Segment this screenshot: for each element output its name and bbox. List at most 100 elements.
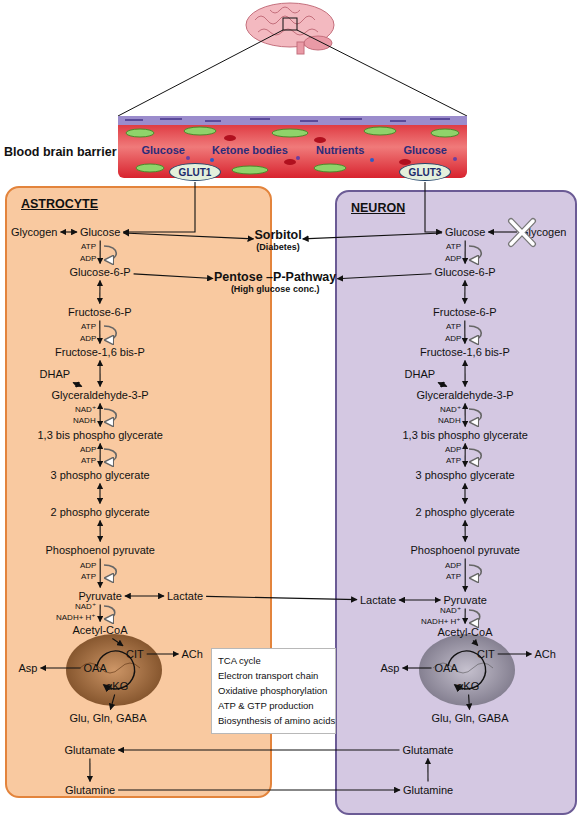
node-text: αKG [106,680,128,693]
node-text: Glucose-6-P [435,266,496,279]
node-text: Glycogen [520,226,566,239]
metabolite: Glucose-6-P [433,265,498,280]
region-label: Blood brain barrier [4,145,117,159]
zoom-line [297,30,467,116]
vessel-label: Glucose [404,144,447,156]
transporter-oval: GLUT3 [399,163,451,181]
cofactor-label: NADH [73,416,96,426]
node-text: Fructose-1,6 bis-P [420,346,510,359]
node-text: 1,3 bis phospho glycerate [403,429,528,442]
node-text: GLUT3 [409,167,442,178]
brain-icon [118,3,467,116]
node-text: 3 phospho glycerate [416,469,515,482]
metabolite: CIT [124,647,146,662]
metabolite: Fructose-1,6 bis-P [418,345,512,360]
cofactor-label: NAD⁺ [75,405,96,415]
metabolite: Glycogen [518,225,568,240]
endothelium-cells [125,119,450,121]
node-text: Biosynthesis of amino acids [218,713,329,728]
info-box: TCA cycleElectron transport chainOxidati… [211,648,336,734]
cofactor-label: ADP [445,334,461,344]
zoom-box [283,18,297,30]
nutrient-dot [370,158,374,162]
vessel-cell [136,164,164,172]
cofactor-label: ATP [446,456,461,466]
vessel-label: Nutrients [316,144,364,156]
metabolite: Glucose [443,225,487,240]
red-blood-cell [314,137,326,143]
cofactor-label: ADP [445,445,461,455]
node-text: Glutamine [403,784,453,797]
node-text: Fructose-6-P [433,306,497,319]
cofactor-label: ADP [80,445,96,455]
cofactor-label: ATP [81,242,96,252]
nutrient-dot [296,156,300,160]
metabolite: Fructose-6-P [431,305,499,320]
metabolite: αKG [455,679,481,694]
node-text: Lactate [167,590,203,603]
node-text: DHAP [40,368,71,381]
cofactor-label: ATP [446,572,461,582]
metabolite: DHAP [403,367,438,382]
cerebellum-shape [304,36,332,50]
cofactor-label: NADH+ H⁺ [421,617,461,627]
metabolite: 1,3 bis phospho glycerate [401,428,530,443]
cofactor-label: ADP [80,334,96,344]
node-text: Asp [19,662,38,675]
node-text: (Diabetes) [255,242,302,253]
cell-box: NEURON Glucose GlycogenGlucose-6-P Fructose… [335,190,577,815]
node-text: Glucose [445,226,485,239]
metabolite: DHAP [38,367,73,382]
metabolite: Glu, Gln, GABA [68,711,149,726]
vessel-label: Ketone bodies [212,144,288,156]
node-text: Acetyl-CoA [73,624,128,637]
node-text: Glucose [80,226,120,239]
node-text: Fructose-1,6 bis-P [55,346,145,359]
transporter-oval: GLUT1 [169,163,221,181]
vessel-cell [126,129,154,137]
cofactor-label: ATP [446,322,461,332]
red-blood-cell [284,159,296,165]
node-text: Glu, Gln, GABA [432,712,509,725]
cell-heading: NEURON [351,201,405,215]
cofactor-label: NADH+ H⁺ [56,613,96,623]
vessel-cell [184,127,216,135]
metabolite: Glutamine [401,783,455,798]
metabolite: ACh [533,647,558,662]
node-text: Pyruvate [444,594,487,607]
node-text: 2 phospho glycerate [51,506,150,519]
metabolite: Acetyl-CoA [436,625,495,640]
node-text: Glutamate [403,744,454,757]
node-text: CIT [477,648,495,661]
metabolite: Lactate [165,589,205,604]
node-text: αKG [457,680,479,693]
metabolite: Pyruvate [442,593,489,608]
pathway-label-node: Sorbitol(Diabetes) [255,228,302,253]
metabolite: Fructose-1,6 bis-P [53,345,147,360]
cofactor-label: NAD⁺ [75,602,96,612]
node-text: Oxidative phosphorylation [218,683,329,698]
vessel-cell [364,127,396,135]
metabolite: Fructose-6-P [66,305,134,320]
node-text: ACh [182,648,203,661]
node-text: Pyruvate [79,590,122,603]
metabolite: Pyruvate [77,589,124,604]
node-text: TCA cycle [218,653,329,668]
cofactor-label: ATP [81,322,96,332]
vessel-cell [431,129,459,137]
node-text: Sorbitol [255,228,302,242]
zoom-line [118,30,283,116]
metabolite: ACh [180,647,205,662]
metabolite: Glyceraldehyde-3-P [50,388,151,403]
node-text: Pentose –P-Pathway [214,270,336,284]
node-text: Glyceraldehyde-3-P [417,389,514,402]
node-text: ACh [535,648,556,661]
metabolite: Phosphoenol pyruvate [409,543,522,558]
metabolite: 2 phospho glycerate [49,505,152,520]
node-text: Glu, Gln, GABA [70,712,147,725]
metabolite: 2 phospho glycerate [414,505,517,520]
node-text: Glutamine [65,784,115,797]
nutrient-dot [210,158,214,162]
metabolite: Glucose-6-P [68,265,133,280]
cofactor-label: ADP [80,561,96,571]
